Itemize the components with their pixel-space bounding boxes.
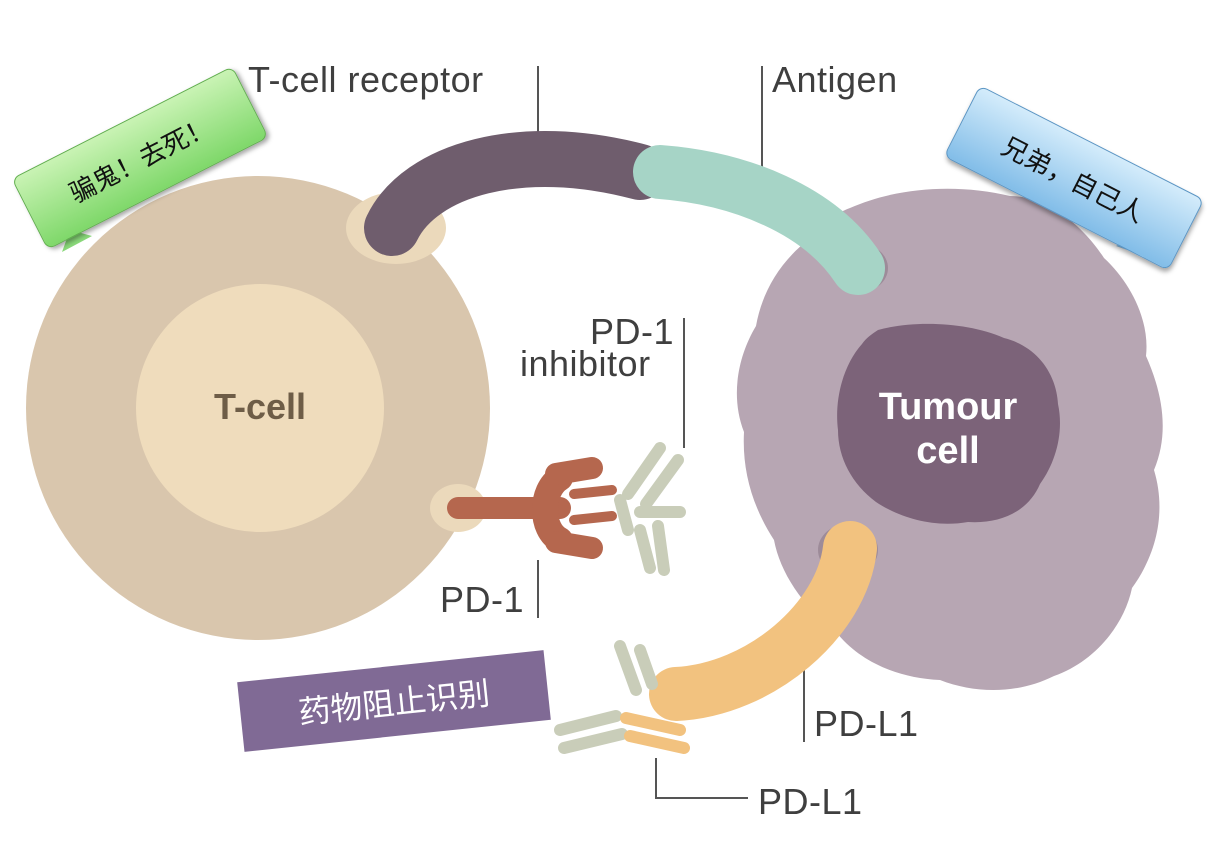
tcell-receptor xyxy=(364,130,668,256)
antigen-label: Antigen xyxy=(772,59,898,100)
pdl1-ligand xyxy=(649,521,877,721)
tcell-nucleus xyxy=(136,284,384,532)
antigen xyxy=(633,145,885,295)
pd1-label: PD-1 xyxy=(440,579,525,620)
tumour-title-line2: cell xyxy=(916,429,980,472)
pd1-inhibitor-label-line2: inhibitor xyxy=(520,343,651,384)
tumour-title: Tumour cell xyxy=(848,386,1048,473)
pd1-inhibitor-label-line1: PD-1 xyxy=(590,311,675,352)
pdl1-lower-leader xyxy=(655,758,748,799)
pdl1-lower-label: PD-L1 xyxy=(758,781,863,822)
tcell-receptor-label: T-cell receptor xyxy=(248,59,484,100)
pd1-receptor xyxy=(447,457,617,559)
pd1-inhibitor-antibody xyxy=(614,442,686,576)
tcell-title: T-cell xyxy=(213,386,307,427)
pdl1-upper-label: PD-L1 xyxy=(814,703,919,744)
tumour-nucleus xyxy=(837,323,1060,524)
pdl1-antibody xyxy=(554,640,690,754)
tumour-title-line1: Tumour xyxy=(878,386,1018,428)
